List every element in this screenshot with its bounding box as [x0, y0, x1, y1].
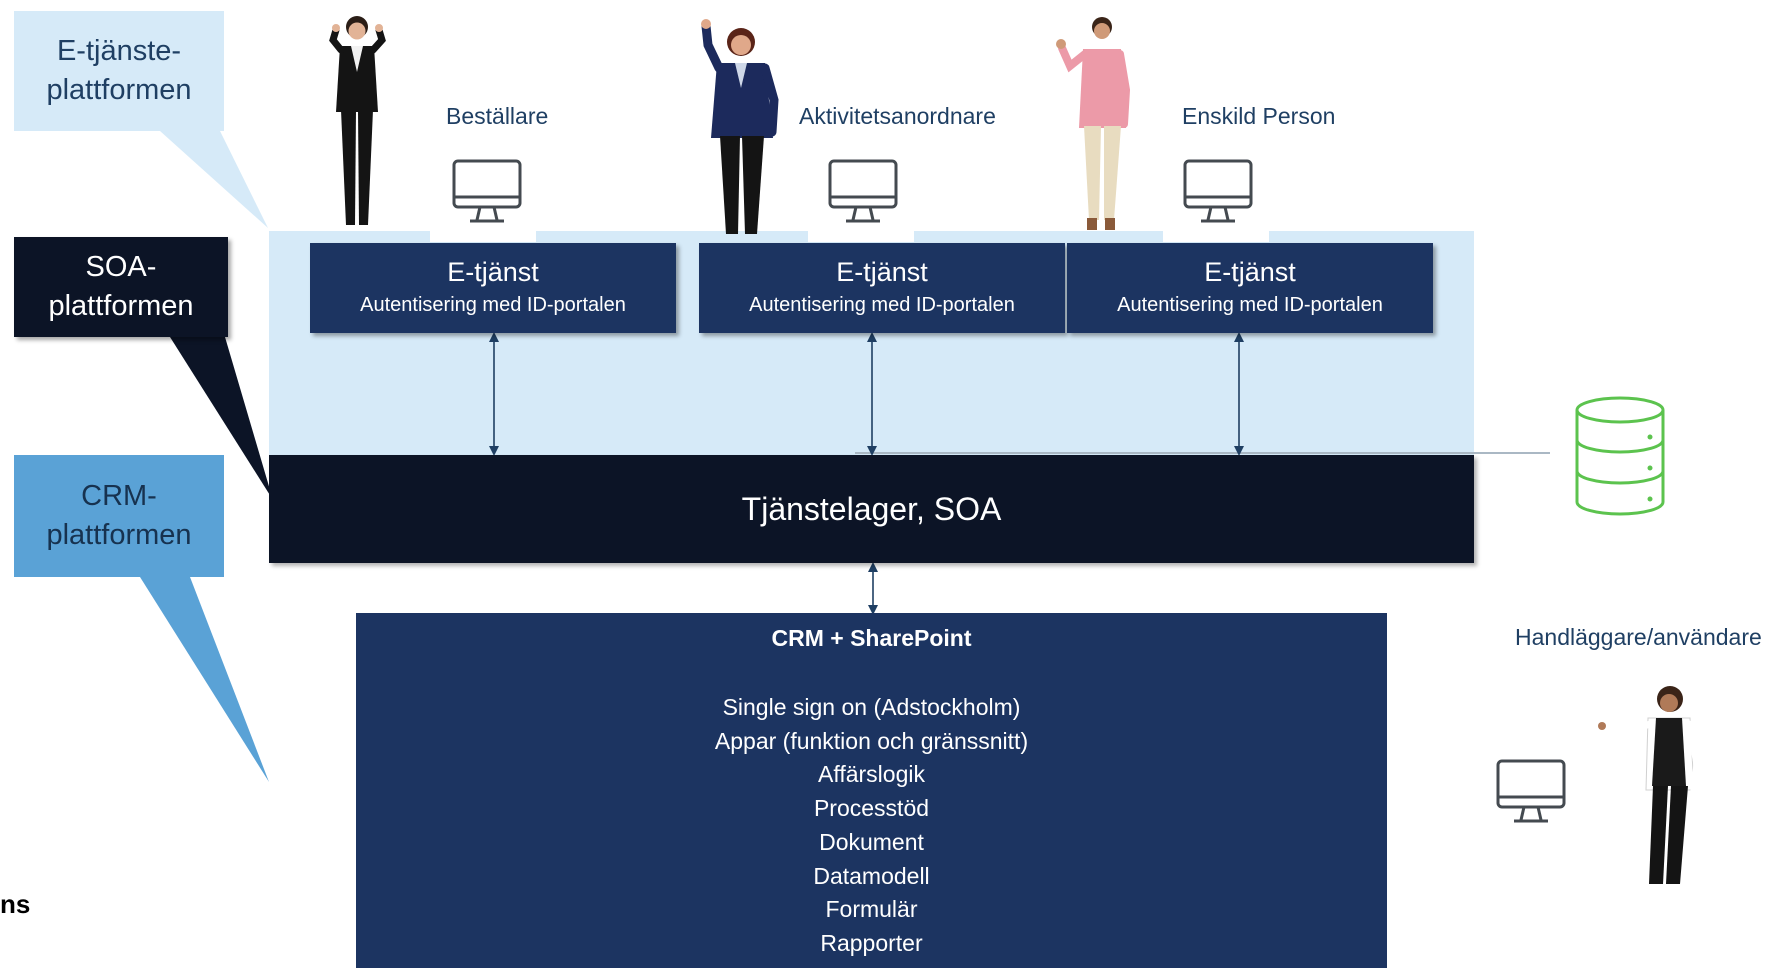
- crm-feature-item: Dokument: [819, 828, 924, 855]
- person-figure: [1598, 686, 1701, 884]
- monitor-strip-2: [808, 230, 914, 242]
- person-figure: [1056, 17, 1131, 230]
- soa-callout-tail: [170, 337, 273, 500]
- monitor-icon: [828, 159, 898, 223]
- eservice-box: E-tjänst Autentisering med ID-portalen: [1067, 243, 1433, 333]
- role-label-bestallare: Beställare: [446, 103, 549, 129]
- crm-callout-tail: [140, 577, 269, 782]
- crm-feature-item: Datamodell: [813, 862, 930, 889]
- service-layer-label: Tjänstelager, SOA: [741, 490, 1002, 527]
- eservice-box: E-tjänst Autentisering med ID-portalen: [699, 243, 1065, 333]
- database-icon: [1575, 396, 1665, 516]
- eservice-subtitle: Autentisering med ID-portalen: [360, 294, 626, 316]
- monitor-strip-1: [430, 230, 536, 242]
- cropped-edge-text: ns: [0, 889, 31, 919]
- person-figure: [329, 16, 386, 225]
- role-label-aktivitetsanordnare: Aktivitetsanordnare: [799, 103, 996, 129]
- crm-feature-item: Rapporter: [820, 929, 923, 956]
- service-layer-soa: Tjänstelager, SOA: [269, 455, 1474, 563]
- eservice-title: E-tjänst: [836, 257, 928, 287]
- eservice-subtitle: Autentisering med ID-portalen: [1117, 294, 1383, 316]
- crm-feature-item: Formulär: [825, 896, 918, 923]
- monitor-icon: [452, 159, 522, 223]
- role-label-enskild-person: Enskild Person: [1182, 103, 1336, 129]
- eservice-title: E-tjänst: [447, 257, 539, 287]
- crm-feature-item: Appar (funktion och gränssnitt): [714, 727, 1029, 754]
- crm-feature-list: Single sign on (Adstockholm) Appar (funk…: [356, 691, 1387, 961]
- monitor-strip-3: [1163, 230, 1269, 242]
- etjanst-platform-callout: E-tjänste- plattformen: [14, 11, 224, 131]
- person-figure: [701, 19, 779, 234]
- monitor-icon: [1496, 759, 1566, 823]
- eservice-title: E-tjänst: [1204, 257, 1296, 287]
- role-label-handlaggare: Handläggare/användare: [1515, 624, 1762, 650]
- etjanst-callout-tail: [160, 131, 268, 228]
- crm-platform-callout: CRM- plattformen: [14, 455, 224, 577]
- eservice-subtitle: Autentisering med ID-portalen: [749, 294, 1015, 316]
- crm-sharepoint-box: CRM + SharePoint Single sign on (Adstock…: [356, 613, 1387, 968]
- crm-title: CRM + SharePoint: [771, 625, 972, 651]
- crm-feature-item: Single sign on (Adstockholm): [722, 694, 1021, 720]
- soa-platform-callout: SOA- plattformen: [14, 237, 228, 337]
- crm-feature-item: Processtöd: [813, 795, 930, 822]
- monitor-icon: [1183, 159, 1253, 223]
- eservice-box: E-tjänst Autentisering med ID-portalen: [310, 243, 676, 333]
- crm-feature-item: Affärslogik: [818, 761, 925, 788]
